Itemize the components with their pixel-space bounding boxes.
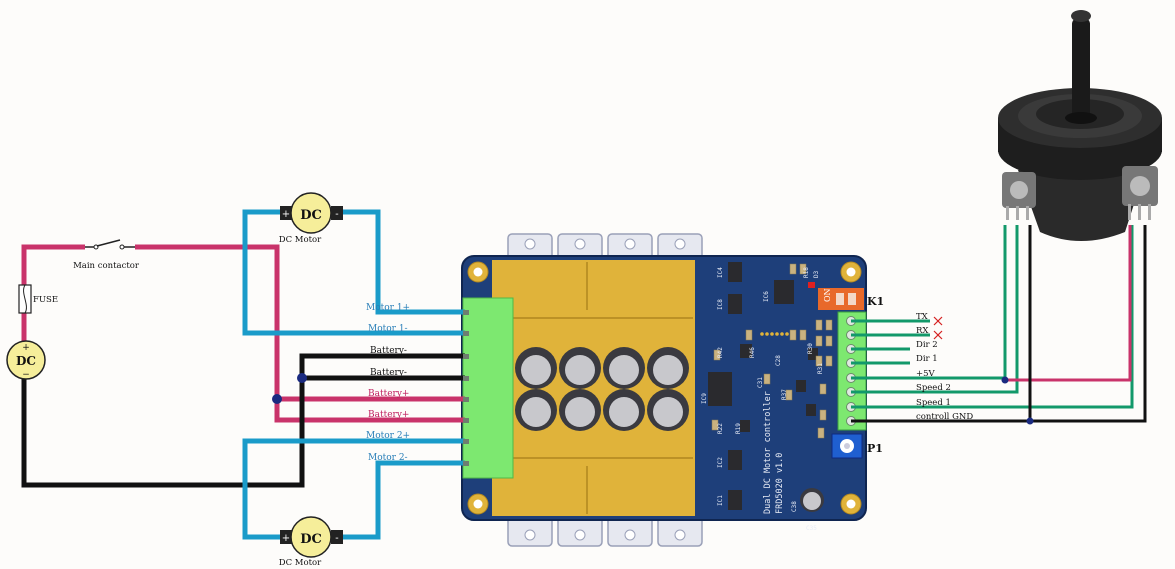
component-ids: IC4 IC8 R42 IC9 R22 R19 IC2 IC1 R18 D3 I… [701, 267, 824, 532]
fuse-label: FUSE [33, 295, 58, 305]
label-motor2-minus: Motor 2- [368, 453, 408, 463]
motor-top-plus: + [282, 209, 290, 220]
k1-connector[interactable] [837, 311, 867, 431]
component-id: C38 [791, 501, 798, 512]
terminal-pins [463, 310, 469, 466]
label-motor1-plus: Motor 1+ [366, 303, 410, 313]
wire-motor2-plus [242, 438, 465, 540]
p1-label: P1 [867, 442, 883, 455]
joystick-pot-right [1122, 166, 1158, 220]
signal-label-speed1: Speed 1 [916, 398, 951, 408]
signal-label-dir2: Dir 2 [916, 340, 938, 350]
passive-components [711, 263, 833, 439]
fuse: FUSE [18, 284, 58, 314]
junction-dots [272, 373, 307, 404]
label-battery-plus-b: Battery+ [368, 410, 409, 420]
component-id: IC4 [717, 267, 724, 278]
power-wires [21, 209, 465, 540]
motor-bottom-letters: DC [300, 532, 322, 547]
wire-motor1-plus [343, 209, 465, 315]
power-pad-area [492, 260, 695, 516]
capacitor-bank [515, 347, 689, 431]
signal-label-speed2: Speed 2 [916, 383, 951, 393]
signal-label-rx: RX [916, 326, 929, 336]
supply-minus: − [22, 370, 30, 380]
supply-letters: DC [16, 354, 36, 368]
p1-potentiometer[interactable] [831, 433, 863, 459]
ic-chips [708, 262, 818, 510]
signal-labels: TX RX Dir 2 Dir 1 +5V Speed 2 Speed 1 co… [916, 312, 973, 422]
motor-top-label: DC Motor [279, 235, 322, 245]
component-id: C35 [806, 525, 817, 532]
signal-label-gnd: controll GND [916, 412, 973, 422]
power-terminal-block[interactable] [462, 297, 514, 479]
status-led [808, 282, 815, 288]
dc-motor-top: DC + - DC Motor [279, 192, 343, 245]
component-id: IC6 [763, 291, 770, 302]
electrolytic-cap [800, 488, 824, 512]
signal-junctions [1001, 376, 1034, 425]
component-id: IC9 [701, 393, 708, 404]
wire-supply-negative [21, 353, 465, 488]
contactor-label: Main contactor [73, 261, 140, 271]
controller-board: ON K1 P1 IC4 IC8 R42 IC9 [461, 233, 884, 547]
board-silk-model: FRD5020 v1.0 [775, 453, 785, 514]
terminal-labels: Motor 1+ Motor 1- Battery- Battery- Batt… [366, 303, 410, 463]
label-battery-plus-a: Battery+ [368, 389, 409, 399]
signal-label-dir1: Dir 1 [916, 354, 938, 364]
component-id: R18 [803, 267, 810, 278]
motor-bottom-minus: - [335, 533, 338, 544]
wire-motor1-minus [242, 209, 465, 336]
unused-pin-marks [933, 316, 943, 340]
label-motor2-plus: Motor 2+ [366, 431, 410, 441]
board-silk-title: Dual DC Motor controller [763, 391, 773, 514]
joystick-pot-left [1002, 172, 1036, 220]
component-id: IC8 [717, 299, 724, 310]
component-id: R30 [807, 343, 814, 354]
component-id: R19 [735, 423, 742, 434]
motor-bottom-plus: + [282, 533, 290, 544]
component-id: C31 [757, 377, 764, 388]
motor-top-letters: DC [300, 208, 322, 223]
motor-top-minus: - [335, 209, 338, 220]
wire-motor2-minus [343, 460, 465, 540]
supply-plus: + [22, 343, 30, 353]
component-id: IC2 [717, 457, 724, 468]
component-id: R37 [781, 389, 788, 400]
component-id: R42 [717, 347, 724, 358]
component-id: R46 [749, 347, 756, 358]
label-motor1-minus: Motor 1- [368, 324, 408, 334]
k1-label: K1 [867, 295, 884, 308]
motor-bottom-label: DC Motor [279, 558, 322, 568]
main-contactor[interactable]: Main contactor [73, 239, 140, 271]
signal-label-5v: +5V [916, 369, 936, 379]
signal-wires [851, 225, 1147, 423]
pin-header [760, 332, 789, 336]
signal-label-tx: TX [916, 312, 929, 322]
label-battery-minus-a: Battery- [370, 346, 407, 356]
component-id: IC1 [717, 495, 724, 506]
component-id: D3 [813, 270, 820, 278]
dc-motor-bottom: DC + - DC Motor [279, 516, 343, 568]
component-id: R22 [717, 423, 724, 434]
component-id: R31 [817, 363, 824, 374]
dc-supply: DC + − [6, 340, 46, 380]
dip-label: ON [823, 288, 832, 302]
label-battery-minus-b: Battery- [370, 368, 407, 378]
component-id: C28 [775, 355, 782, 366]
joystick[interactable] [998, 10, 1162, 241]
